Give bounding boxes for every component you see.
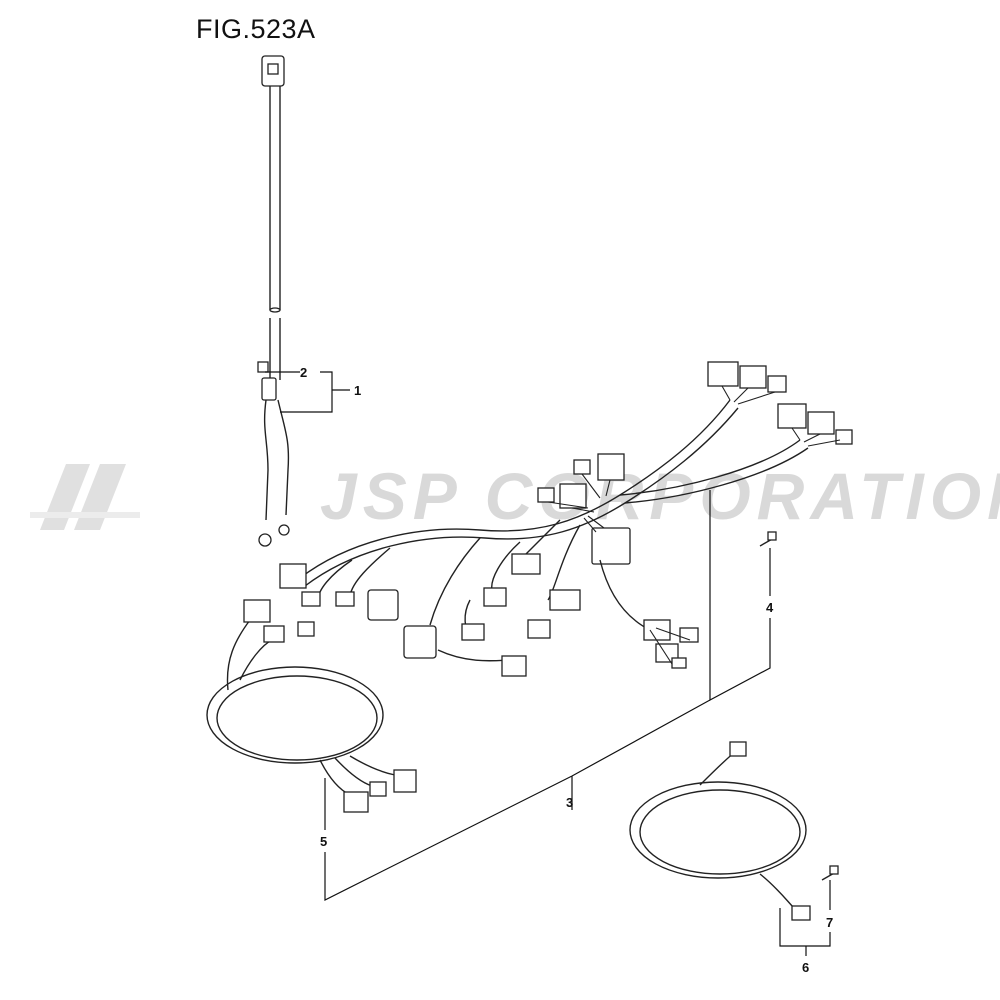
ecu-connector [591, 527, 631, 565]
part-5-extension-harness [206, 599, 417, 813]
connector-left-5 [403, 625, 437, 659]
top-connector-pin [267, 63, 279, 75]
ring-terminal-left [258, 533, 272, 547]
small-connector-bottom [791, 905, 811, 921]
connector-mid-4 [527, 619, 551, 639]
callout-7: 7 [826, 915, 833, 930]
connector-mid-6 [501, 655, 527, 677]
connector-right-1 [777, 403, 807, 429]
connector-left-3 [335, 591, 355, 607]
fuse-connector [261, 377, 277, 401]
connector-left-4 [367, 589, 399, 621]
connector-upper-3 [767, 375, 787, 393]
connector-mid-2 [483, 587, 507, 607]
connector-mid-3 [549, 589, 581, 611]
ext-connector-bottom-3 [393, 769, 417, 793]
ext-connector-bottom-2 [369, 781, 387, 797]
bolt-7 [829, 865, 839, 875]
ext-connector-top-3 [297, 621, 315, 637]
callout-3: 3 [566, 795, 573, 810]
connector-mid-1 [511, 553, 541, 575]
connector-left-1 [279, 563, 307, 589]
connector-mid-5 [461, 623, 485, 641]
small-connector-top [729, 741, 747, 757]
callout-5: 5 [320, 834, 327, 849]
jsp-logo-icon [30, 464, 140, 530]
ext-connector-top-1 [243, 599, 271, 623]
watermark-text: JSP CORPORATION [320, 459, 1000, 533]
connector-upper-2 [739, 365, 767, 389]
ext-connector-bottom-1 [343, 791, 369, 813]
figure-title: FIG.523A [196, 14, 316, 44]
callout-2: 2 [300, 365, 307, 380]
ring-terminal-right [278, 524, 290, 536]
connector-right-3 [835, 429, 853, 445]
part-4-bolt [759, 531, 777, 547]
leader-lines [265, 371, 831, 956]
connector-upper-1 [707, 361, 739, 387]
callout-1: 1 [354, 383, 361, 398]
part-6-small-harness [629, 741, 839, 921]
fuse-holder [257, 361, 269, 373]
part-1-harness [257, 55, 290, 547]
callout-4: 4 [766, 600, 774, 615]
connector-center-1 [597, 453, 625, 481]
connector-right-2 [807, 411, 835, 435]
part-3-main-harness [279, 361, 853, 677]
callout-6: 6 [802, 960, 809, 975]
connector-left-2 [301, 591, 321, 607]
ext-connector-top-2 [263, 625, 285, 643]
